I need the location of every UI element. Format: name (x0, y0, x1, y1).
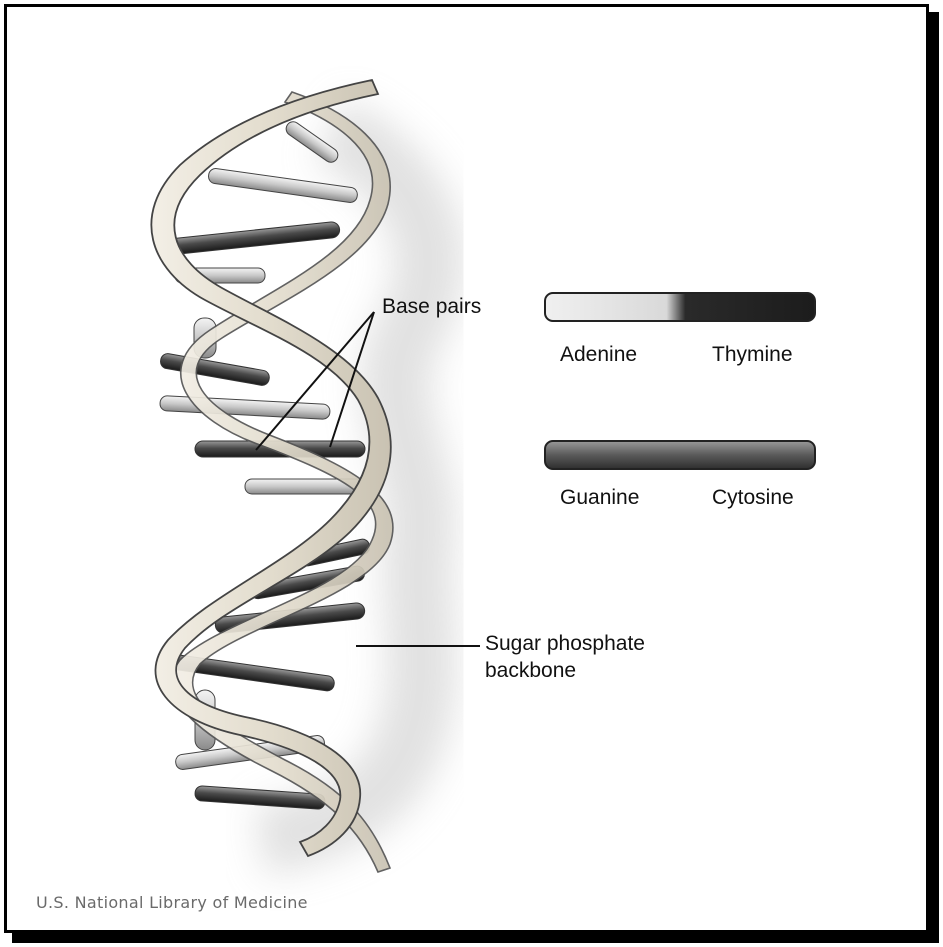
label-thymine: Thymine (712, 343, 793, 367)
guanine-cytosine-bar (545, 441, 815, 469)
rod (160, 396, 331, 420)
label-guanine: Guanine (560, 486, 639, 510)
adenine-thymine-bar (545, 293, 815, 321)
label-cytosine: Cytosine (712, 486, 794, 510)
label-backbone-line2: backbone (485, 659, 576, 683)
rod (170, 221, 341, 255)
label-backbone-line1: Sugar phosphate (485, 632, 645, 656)
label-adenine: Adenine (560, 343, 637, 367)
credit-text: U.S. National Library of Medicine (36, 893, 308, 912)
label-base-pairs: Base pairs (382, 295, 481, 319)
rod (159, 353, 270, 387)
